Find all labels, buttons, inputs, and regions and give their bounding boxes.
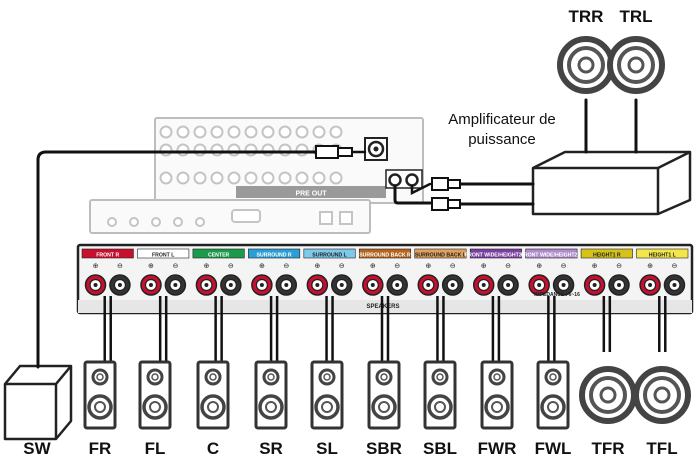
speaker-label: FL: [145, 439, 166, 458]
terminal-group-color-bar: [469, 248, 522, 259]
subwoofer-speaker: [3, 364, 73, 441]
plus-marker: ⊕: [203, 263, 209, 270]
terminal-group: SURROUND BACK R ⊕ ⊖: [358, 248, 412, 296]
terminal-group: CENTER ⊕ ⊖: [192, 248, 245, 296]
terminal-group-color-bar: [303, 248, 356, 259]
terminal-group: FRONT L ⊕ ⊖: [137, 248, 190, 296]
speaker-tfr: [579, 296, 637, 424]
terminal-group: SURROUND BACK L ⊕ ⊖: [414, 248, 467, 296]
speaker-label: FR: [89, 439, 112, 458]
plus-marker: ⊕: [93, 263, 99, 270]
terminal-group-label: HEIGHT1 R: [593, 252, 621, 258]
terminal-group: FRONT WIDE/HEIGHT2 L ⊕ ⊖: [521, 248, 583, 296]
terminal-group-color-bar: [580, 248, 633, 259]
speaker-label: SBL: [423, 439, 457, 458]
power-amplifier: [531, 150, 692, 216]
plus-marker: ⊕: [148, 263, 154, 270]
speaker-label: C: [207, 439, 219, 458]
terminal-group-color-bar: [192, 248, 245, 259]
speaker-label: SR: [259, 439, 283, 458]
minus-marker: ⊖: [505, 263, 511, 270]
pre-out-strip: [236, 186, 386, 198]
speaker-label: SL: [316, 439, 338, 458]
terminal-group: SURROUND R ⊕ ⊖: [248, 248, 301, 296]
plus-marker: ⊕: [425, 263, 431, 270]
pre-out-label: PRE OUT: [295, 191, 327, 198]
terminal-group: HEIGHT1 R ⊕ ⊖: [580, 248, 633, 296]
terminal-group-color-bar: [81, 248, 134, 259]
minus-marker: ⊖: [561, 263, 567, 270]
terminal-group-label: FRONT WIDE/HEIGHT2 L: [521, 252, 583, 258]
minus-marker: ⊖: [339, 263, 345, 270]
speaker-label: FWL: [535, 439, 572, 458]
terminal-group-color-bar: [525, 248, 578, 259]
terminal-group-color-bar: [358, 248, 412, 259]
speaker-sr: [254, 296, 288, 430]
terminal-group-label: FRONT WIDE/HEIGHT2 R: [465, 252, 527, 258]
speaker-label: TFR: [591, 439, 624, 458]
speaker-label: TRR: [569, 7, 604, 26]
power-amplifier-label: Amplificateur de puissance: [432, 110, 572, 150]
terminal-group: SURROUND L ⊕ ⊖: [303, 248, 356, 296]
minus-marker: ⊖: [672, 263, 678, 270]
height-speaker-trr: TRR: [557, 7, 615, 94]
speaker-label: SW: [23, 439, 51, 458]
minus-marker: ⊖: [228, 263, 234, 270]
amp-input-rca-plugs: [431, 177, 461, 211]
speaker-label: SBR: [366, 439, 402, 458]
plus-marker: ⊕: [314, 263, 320, 270]
cables: [36, 98, 638, 369]
speaker-terminal-panel: FRONT R⊕⊖FRONT L⊕⊖CENTER⊕⊖SURROUND R⊕⊖SU…: [76, 243, 694, 315]
speaker-fwl: [536, 296, 570, 430]
terminal-group-label: HEIGHT1 L: [649, 252, 677, 258]
amplifier-label-line2: puissance: [468, 131, 536, 148]
minus-marker: ⊖: [283, 263, 289, 270]
speaker-fwr: [480, 296, 514, 430]
speaker-c: [196, 296, 230, 430]
plus-marker: ⊕: [259, 263, 265, 270]
speaker-fr: [83, 296, 117, 430]
terminal-group-label: SURROUND BACK R: [359, 252, 411, 258]
terminal-group: FRONT R ⊕ ⊖: [81, 248, 134, 296]
speaker-tfl: [633, 296, 691, 424]
plus-marker: ⊕: [536, 263, 542, 270]
height-speaker-trl: TRL: [607, 7, 665, 94]
terminal-group-label: SURROUND L: [312, 252, 347, 258]
height-pre-out-r-jack: [388, 173, 402, 187]
amplifier-label-line1: Amplificateur de: [448, 111, 556, 128]
minus-marker: ⊖: [450, 263, 456, 270]
impedance-label: IMPEDANCE : 6~16: [534, 292, 580, 298]
plus-marker: ⊕: [481, 263, 487, 270]
speaker-fl: [138, 296, 172, 430]
plus-marker: ⊕: [592, 263, 598, 270]
terminal-group-label: CENTER: [208, 252, 230, 258]
minus-marker: ⊖: [117, 263, 123, 270]
plus-marker: ⊕: [647, 263, 653, 270]
minus-marker: ⊖: [616, 263, 622, 270]
terminal-group-label: SURROUND R: [257, 252, 292, 258]
speaker-sbr: [367, 296, 401, 430]
rear-panel-upper: PRE OUT: [89, 117, 424, 234]
minus-marker: ⊖: [172, 263, 178, 270]
speaker-sbl: [423, 296, 457, 430]
terminal-group-color-bar: [414, 248, 467, 259]
terminal-group-label: FRONT L: [152, 252, 175, 258]
speaker-sl: [310, 296, 344, 430]
height-pre-out-l-jack: [405, 173, 419, 187]
speaker-label: TFL: [646, 439, 677, 458]
subwoofer-rca-plug: [315, 145, 366, 159]
terminal-group-color-bar: [248, 248, 301, 259]
minus-marker: ⊖: [394, 263, 400, 270]
speaker-label: TRL: [619, 7, 652, 26]
terminal-group: FRONT WIDE/HEIGHT2 R ⊕ ⊖: [465, 248, 527, 296]
plus-marker: ⊕: [370, 263, 376, 270]
terminal-group-color-bar: [137, 248, 190, 259]
terminal-group-label: SURROUND BACK L: [415, 252, 467, 258]
terminal-group-color-bar: [636, 248, 689, 259]
speaker-label: FWR: [478, 439, 517, 458]
terminal-group: HEIGHT1 L ⊕ ⊖: [636, 248, 689, 296]
terminal-group-label: FRONT R: [96, 252, 119, 258]
